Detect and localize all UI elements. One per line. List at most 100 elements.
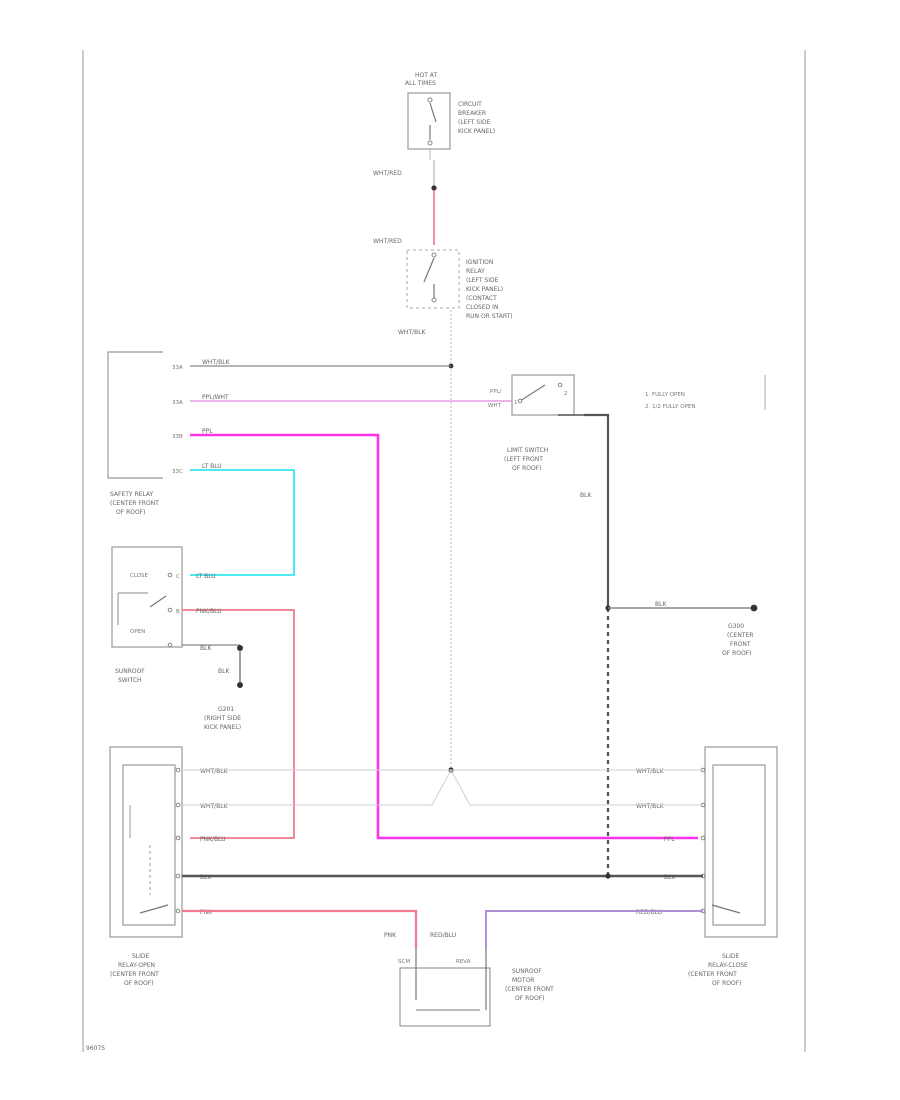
splice-node-top <box>431 185 437 191</box>
svg-text:KICK PANEL): KICK PANEL) <box>204 724 241 731</box>
svg-text:PPL/WHT: PPL/WHT <box>202 394 229 401</box>
slide-relay-open-box <box>109 746 183 938</box>
svg-text:KICK PANEL): KICK PANEL) <box>458 128 495 135</box>
svg-text:SUNROOF: SUNROOF <box>115 668 145 675</box>
svg-text:BREAKER: BREAKER <box>458 110 486 117</box>
svg-text:WHT/BLK: WHT/BLK <box>202 359 231 366</box>
sunroof-motor-box <box>399 967 491 1027</box>
svg-text:SLIDE: SLIDE <box>722 953 740 960</box>
ground-g300-icon <box>750 604 758 612</box>
svg-text:PNK/BLU: PNK/BLU <box>200 836 226 843</box>
svg-text:LT BLU: LT BLU <box>196 573 216 580</box>
svg-text:PPL: PPL <box>664 836 675 843</box>
sunroof-switch-label: SUNROOF SWITCH <box>115 668 145 684</box>
wire-pnk-motor <box>182 909 418 948</box>
slide-relay-open-label: SLIDE RELAY-OPEN (CENTER FRONT OF ROOF) <box>110 953 159 987</box>
svg-text:(RIGHT SIDE: (RIGHT SIDE <box>204 715 241 722</box>
svg-text:33C: 33C <box>172 469 183 475</box>
circuit-breaker-box <box>407 92 451 150</box>
circuit-breaker-label: CIRCUIT BREAKER (LEFT SIDE KICK PANEL) <box>458 101 495 135</box>
svg-text:CLOSED IN: CLOSED IN <box>466 304 498 311</box>
limit-switch-label: LIMIT SWITCH (LEFT FRONT OF ROOF) <box>504 447 548 472</box>
svg-text:(CONTACT: (CONTACT <box>466 295 497 302</box>
safety-relay-label: SAFETY RELAY (CENTER FRONT OF ROOF) <box>110 491 159 516</box>
svg-text:OF ROOF): OF ROOF) <box>116 509 146 516</box>
svg-text:PPL: PPL <box>202 428 213 435</box>
svg-text:OF ROOF): OF ROOF) <box>712 980 742 987</box>
svg-text:FRONT: FRONT <box>730 641 751 648</box>
svg-text:G201: G201 <box>218 706 234 713</box>
svg-text:SWITCH: SWITCH <box>118 677 142 684</box>
svg-text:WHT/BLK: WHT/BLK <box>200 768 229 775</box>
diagram-id: 96075 <box>86 1045 105 1052</box>
svg-text:RED/BLU: RED/BLU <box>430 932 456 939</box>
safety-relay-pins: 33A 33A 33B 33C <box>172 365 183 475</box>
slide-relay-open-wire-labels: WHT/BLK WHT/BLK PNK/BLU BLK PNK <box>200 768 229 916</box>
svg-text:RELAY: RELAY <box>466 268 485 275</box>
svg-text:SAFETY RELAY: SAFETY RELAY <box>110 491 154 498</box>
svg-text:(LEFT SIDE: (LEFT SIDE <box>466 277 499 284</box>
svg-text:33B: 33B <box>172 434 183 440</box>
wire-blk-limit <box>584 413 610 608</box>
svg-text:PNK: PNK <box>200 909 213 916</box>
limit-switch-legend: 1. FULLY OPEN 2. 1/2 FULLY OPEN <box>645 392 696 410</box>
sunroof-motor-label: SUNROOF MOTOR (CENTER FRONT OF ROOF) <box>505 968 554 1002</box>
wire-label-wht-red-1: WHT/RED <box>373 170 402 177</box>
svg-text:G300: G300 <box>728 623 744 630</box>
svg-text:33A: 33A <box>172 365 183 371</box>
wire-wht-blk-relay-2 <box>182 768 703 806</box>
svg-text:WHT/BLK: WHT/BLK <box>200 803 229 810</box>
svg-text:(CENTER FRONT: (CENTER FRONT <box>505 986 554 993</box>
svg-text:MOTOR: MOTOR <box>512 977 534 984</box>
wire-pnk-blu <box>182 609 295 839</box>
svg-text:(LEFT SIDE: (LEFT SIDE <box>458 119 491 126</box>
svg-text:(CENTER FRONT: (CENTER FRONT <box>688 971 737 978</box>
switch-close-label: CLOSE <box>130 573 149 579</box>
svg-text:WHT/BLK: WHT/BLK <box>636 768 665 775</box>
svg-text:BLK: BLK <box>580 492 592 499</box>
svg-text:RED/BLU: RED/BLU <box>636 909 662 916</box>
hot-label-2: ALL TIMES <box>405 80 436 87</box>
wire-red-blu-motor <box>485 910 703 948</box>
svg-text:C: C <box>176 574 180 580</box>
svg-text:KICK PANEL): KICK PANEL) <box>466 286 503 293</box>
svg-text:PNK: PNK <box>384 932 397 939</box>
svg-text:OF ROOF): OF ROOF) <box>124 980 154 987</box>
svg-text:IGNITION: IGNITION <box>466 259 493 266</box>
safety-relay-bracket <box>107 351 163 479</box>
switch-open-label: OPEN <box>130 629 145 635</box>
svg-text:OF ROOF): OF ROOF) <box>512 465 542 472</box>
sunroof-switch-box <box>111 546 183 648</box>
svg-text:(CENTER FRONT: (CENTER FRONT <box>110 971 159 978</box>
svg-text:2. 1/2 FULLY OPEN: 2. 1/2 FULLY OPEN <box>645 404 696 410</box>
ground-g201-icon <box>237 682 243 688</box>
svg-text:PPL/: PPL/ <box>490 389 502 395</box>
ground-g300-label: G300 (CENTER FRONT OF ROOF) <box>722 623 753 657</box>
hot-label-1: HOT AT <box>415 72 437 79</box>
limit-switch-box <box>511 374 575 416</box>
svg-text:B: B <box>176 609 180 615</box>
svg-text:RELAY-CLOSE: RELAY-CLOSE <box>708 962 748 969</box>
wire-label-wht-blk-top: WHT/BLK <box>398 329 427 336</box>
slide-relay-close-wire-labels: WHT/BLK WHT/BLK PPL BLK RED/BLU <box>636 768 676 916</box>
svg-text:REVA: REVA <box>456 959 471 965</box>
svg-text:OF ROOF): OF ROOF) <box>515 995 545 1002</box>
svg-text:BLK: BLK <box>664 874 676 881</box>
svg-text:WHT: WHT <box>488 403 502 409</box>
wire-lt-blu <box>190 469 295 576</box>
svg-text:LT BLU: LT BLU <box>202 463 222 470</box>
ignition-relay-box <box>406 249 460 309</box>
svg-text:1. FULLY OPEN: 1. FULLY OPEN <box>645 392 685 398</box>
svg-text:33A: 33A <box>172 400 183 406</box>
wire-label-wht-red-2: WHT/RED <box>373 238 402 245</box>
svg-text:(LEFT FRONT: (LEFT FRONT <box>504 456 543 463</box>
svg-text:PNK/BLU: PNK/BLU <box>196 608 222 615</box>
svg-text:BLK: BLK <box>218 668 230 675</box>
svg-text:SUNROOF: SUNROOF <box>512 968 542 975</box>
svg-text:RUN OR START): RUN OR START) <box>466 313 513 320</box>
svg-text:LIMIT SWITCH: LIMIT SWITCH <box>507 447 548 454</box>
limit-switch-pin-1: 1 <box>514 400 518 406</box>
svg-text:(CENTER: (CENTER <box>727 632 753 639</box>
svg-text:BLK: BLK <box>200 645 212 652</box>
